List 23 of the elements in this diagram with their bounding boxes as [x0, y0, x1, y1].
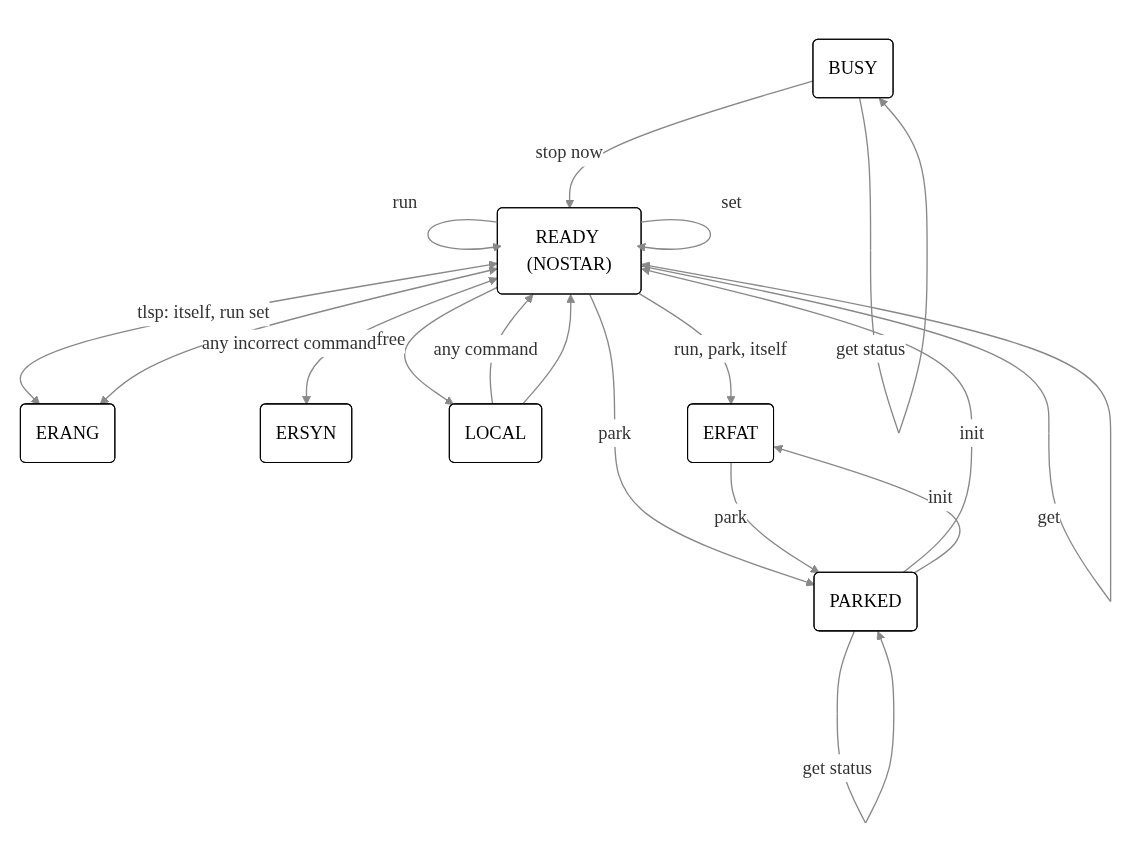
edge-label: init: [959, 422, 985, 444]
arrow: [730, 462, 820, 574]
edge-label: free: [376, 329, 406, 350]
loop-arrow: [427, 219, 502, 252]
edge-label: get: [1037, 506, 1061, 528]
edge-label: tlsp: itself, run set: [137, 302, 270, 323]
arrow: [773, 445, 961, 574]
edge-label: run: [392, 192, 418, 212]
edge-label: park: [598, 422, 632, 444]
edge-label: get status: [835, 338, 906, 359]
edge-label: stop now: [535, 142, 603, 163]
arrow: [19, 260, 498, 406]
edge-label: init: [927, 487, 953, 508]
arrow: [641, 266, 973, 574]
edge-label: set: [721, 192, 742, 212]
arrow: [521, 294, 576, 406]
loop-arrow: [636, 219, 712, 252]
edge-label: any command: [433, 338, 538, 359]
edge-label: park: [714, 506, 747, 528]
arrow: [99, 266, 498, 406]
edge-label: any incorrect command: [201, 332, 377, 354]
edge-label: get status: [802, 757, 872, 779]
edge-label: run, park, itself: [674, 338, 788, 359]
